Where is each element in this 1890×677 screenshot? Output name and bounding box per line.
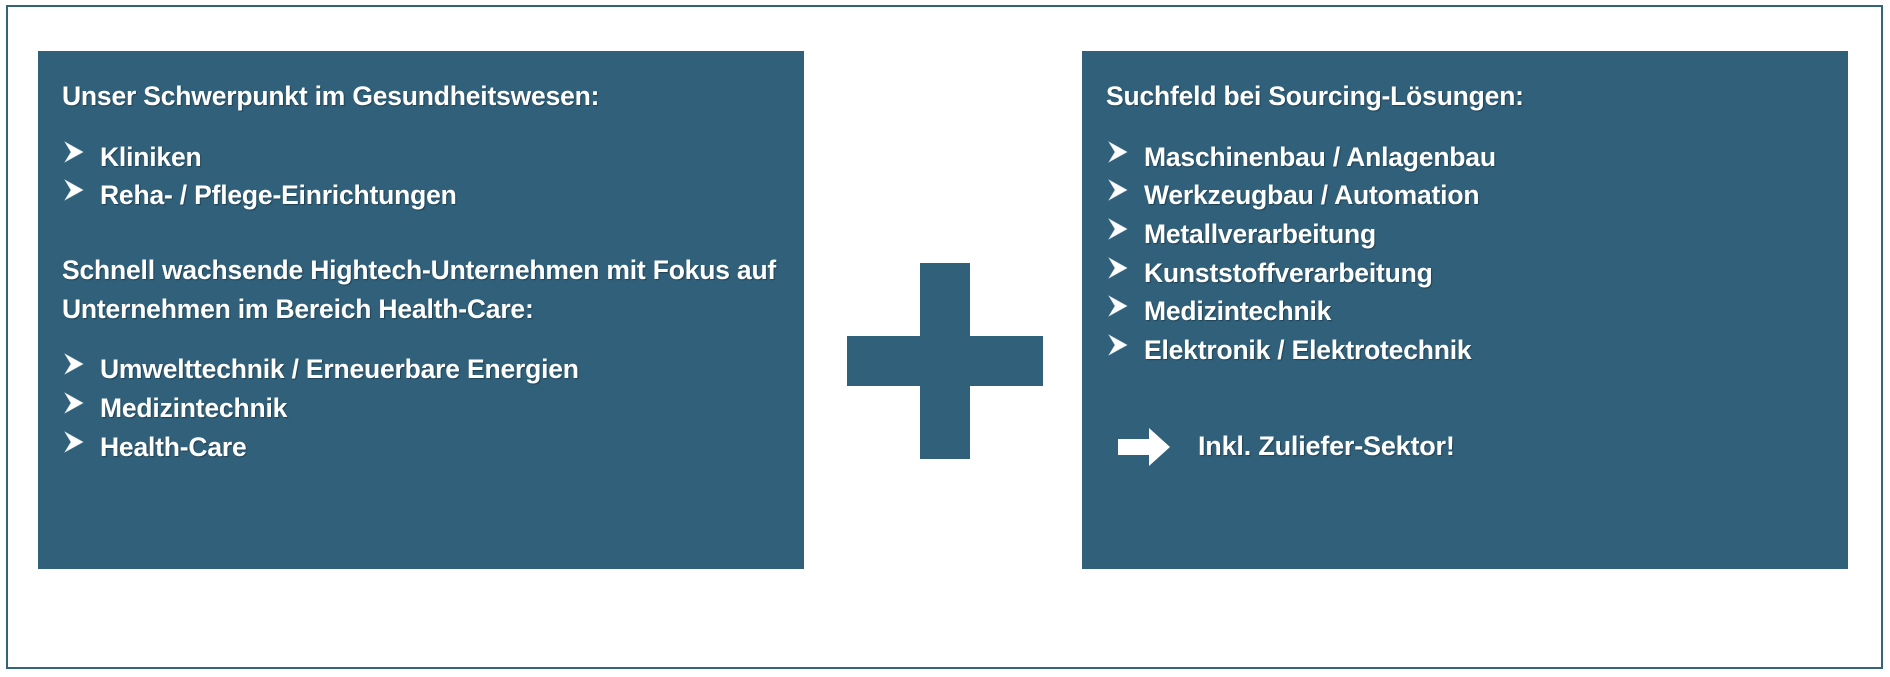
spacer <box>62 328 786 350</box>
left-panel-bullet-list-2: Umwelttechnik / Erneuerbare Energien Med… <box>62 350 786 466</box>
supplier-sector-callout-label: Inkl. Zuliefer-Sektor! <box>1198 431 1455 462</box>
chevron-bullet-icon <box>62 177 100 203</box>
left-panel-heading-1: Unser Schwerpunkt im Gesundheitswesen: <box>62 81 600 111</box>
plus-horizontal-bar <box>847 336 1043 386</box>
list-item-label: Metallverarbeitung <box>1144 219 1377 250</box>
chevron-bullet-icon <box>1106 332 1144 358</box>
list-item-label: Umwelttechnik / Erneuerbare Energien <box>100 354 579 385</box>
list-item-label: Kunststoffverarbeitung <box>1144 257 1433 288</box>
list-item: Medizintechnik <box>62 389 786 428</box>
left-panel-bullet-list-1: Kliniken Reha- / Pflege-Einrichtungen <box>62 138 786 215</box>
list-item: Elektronik / Elektrotechnik <box>1106 331 1830 370</box>
right-arrow-icon <box>1116 426 1182 468</box>
list-item: Medizintechnik <box>1106 292 1830 331</box>
chevron-bullet-icon <box>1106 177 1144 203</box>
list-item-label: Medizintechnik <box>1144 296 1332 327</box>
list-item: Health-Care <box>62 428 786 467</box>
list-item-label: Elektronik / Elektrotechnik <box>1144 335 1472 366</box>
right-panel-bullet-list: Maschinenbau / Anlagenbau Werkzeugbau / … <box>1106 138 1830 370</box>
spacer <box>62 215 786 251</box>
list-item: Reha- / Pflege-Einrichtungen <box>62 176 786 215</box>
right-panel-content: Suchfeld bei Sourcing-Lösungen: Maschine… <box>1106 77 1830 468</box>
chevron-bullet-icon <box>1106 255 1144 281</box>
chevron-bullet-icon <box>1106 293 1144 319</box>
chevron-bullet-icon <box>62 351 100 377</box>
list-item: Metallverarbeitung <box>1106 215 1830 254</box>
chevron-bullet-icon <box>62 429 100 455</box>
chevron-bullet-icon <box>1106 139 1144 165</box>
list-item: Kliniken <box>62 138 786 177</box>
left-panel-content: Unser Schwerpunkt im Gesundheitswesen: K… <box>62 77 786 467</box>
left-panel: Unser Schwerpunkt im Gesundheitswesen: K… <box>38 51 804 569</box>
list-item: Werkzeugbau / Automation <box>1106 176 1830 215</box>
right-panel-heading: Suchfeld bei Sourcing-Lösungen: <box>1106 81 1524 111</box>
chevron-bullet-icon <box>1106 216 1144 242</box>
supplier-sector-callout: Inkl. Zuliefer-Sektor! <box>1106 426 1830 468</box>
list-item-label: Health-Care <box>100 431 247 462</box>
right-panel: Suchfeld bei Sourcing-Lösungen: Maschine… <box>1082 51 1848 569</box>
list-item-label: Medizintechnik <box>100 393 288 424</box>
left-panel-heading-2: Schnell wachsende Hightech-Unternehmen m… <box>62 255 777 324</box>
list-item: Umwelttechnik / Erneuerbare Energien <box>62 350 786 389</box>
list-item-label: Reha- / Pflege-Einrichtungen <box>100 180 457 211</box>
list-item-label: Maschinenbau / Anlagenbau <box>1144 141 1496 172</box>
list-item: Kunststoffverarbeitung <box>1106 254 1830 293</box>
list-item: Maschinenbau / Anlagenbau <box>1106 138 1830 177</box>
spacer <box>1106 116 1830 138</box>
chevron-bullet-icon <box>62 390 100 416</box>
chevron-bullet-icon <box>62 139 100 165</box>
plus-sign-icon <box>847 263 1043 459</box>
list-item-label: Werkzeugbau / Automation <box>1144 180 1480 211</box>
list-item-label: Kliniken <box>100 141 202 172</box>
spacer <box>62 116 786 138</box>
spacer <box>1106 370 1830 422</box>
